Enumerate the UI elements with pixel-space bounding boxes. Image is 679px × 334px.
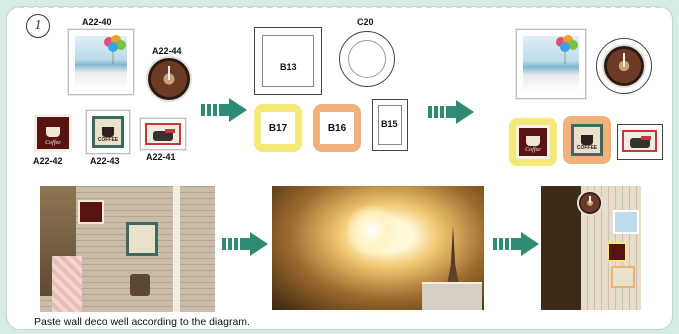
ticket-tile <box>145 123 181 145</box>
photo-pink-cloth <box>52 256 82 312</box>
frame-a22-41 <box>140 118 186 150</box>
photo-eiffel-tower <box>446 226 460 290</box>
coffee-text: Coffee <box>525 147 541 153</box>
label-c20: C20 <box>357 17 374 27</box>
photo-frame-coffee <box>607 242 627 262</box>
photo-light-glow <box>342 206 402 256</box>
right-arrow-icon <box>201 98 247 122</box>
balloon-icon <box>556 35 578 64</box>
ticket-tile <box>622 130 657 152</box>
coffee-cup-icon <box>526 136 540 147</box>
label-a22-40: A22-40 <box>82 17 112 27</box>
step-number-circle: 1 <box>26 14 50 38</box>
board-b17: B17 <box>254 104 302 152</box>
right-arrow-icon <box>222 232 268 256</box>
photo-coffee-frame-top <box>78 200 104 224</box>
board-b13 <box>254 27 322 95</box>
panel-dashed-border <box>18 6 661 8</box>
clock-icon <box>577 190 603 216</box>
assembled-sea-frame <box>516 29 586 99</box>
assembled-coffee-orange: COFFEE <box>563 116 611 164</box>
frame-a22-42-coffee: Coffee <box>516 125 550 159</box>
right-arrow-icon <box>493 232 539 256</box>
board-b17-label: B17 <box>261 111 295 145</box>
label-a22-44: A22-44 <box>152 46 182 56</box>
coffee-cup-icon <box>581 135 593 145</box>
label-a22-41: A22-41 <box>146 152 176 162</box>
car-icon <box>630 138 650 148</box>
clock-icon <box>146 56 192 102</box>
label-b13: B13 <box>280 62 297 72</box>
frame-a22-42-coffee: Coffee <box>34 114 72 152</box>
ticket-stripe <box>165 129 175 133</box>
photo-floor-item <box>130 274 150 296</box>
frame-a22-40-sea-photo <box>68 29 134 95</box>
coffee-text: Coffee <box>45 140 61 146</box>
assembled-ticket-frame <box>617 124 663 160</box>
photo-coffee-frame-middle <box>126 222 158 256</box>
right-arrow-icon <box>428 100 474 124</box>
assembled-coffee-yellow: Coffee <box>509 118 557 166</box>
photo-frame-sea <box>613 210 639 234</box>
label-b15: B15 <box>381 119 398 129</box>
photo-frame-cafe <box>611 266 635 288</box>
step-photo-2-lit-room <box>272 186 484 310</box>
coffee-label-small: COFFEE <box>97 137 119 143</box>
coffee-label-small: COFFEE <box>576 145 598 151</box>
car-icon <box>153 131 173 141</box>
coffee-cup-icon <box>46 126 60 137</box>
label-a22-42: A22-42 <box>33 156 63 166</box>
step-photo-3-assembled-wall <box>541 186 641 310</box>
clock-icon <box>602 44 646 88</box>
board-b13-inner <box>262 35 314 87</box>
coffee-green-tile: COFFEE <box>571 124 603 156</box>
board-b16-label: B16 <box>320 111 354 145</box>
coffee-green-tile: COFFEE <box>92 116 124 148</box>
ticket-stripe <box>641 136 651 140</box>
board-b15-inner <box>378 105 402 145</box>
label-a22-43: A22-43 <box>90 156 120 166</box>
coffee-cup-icon <box>102 127 114 137</box>
frame-a22-43: COFFEE <box>86 110 130 154</box>
instruction-caption: Paste wall deco well according to the di… <box>34 316 250 328</box>
step-photo-1-wall-with-coffee-frames <box>40 186 215 312</box>
balloon-icon <box>104 35 126 64</box>
board-b15 <box>372 99 408 151</box>
board-b16: B16 <box>313 104 361 152</box>
photo-dresser <box>422 282 482 310</box>
board-c20-inner-line <box>348 40 386 78</box>
